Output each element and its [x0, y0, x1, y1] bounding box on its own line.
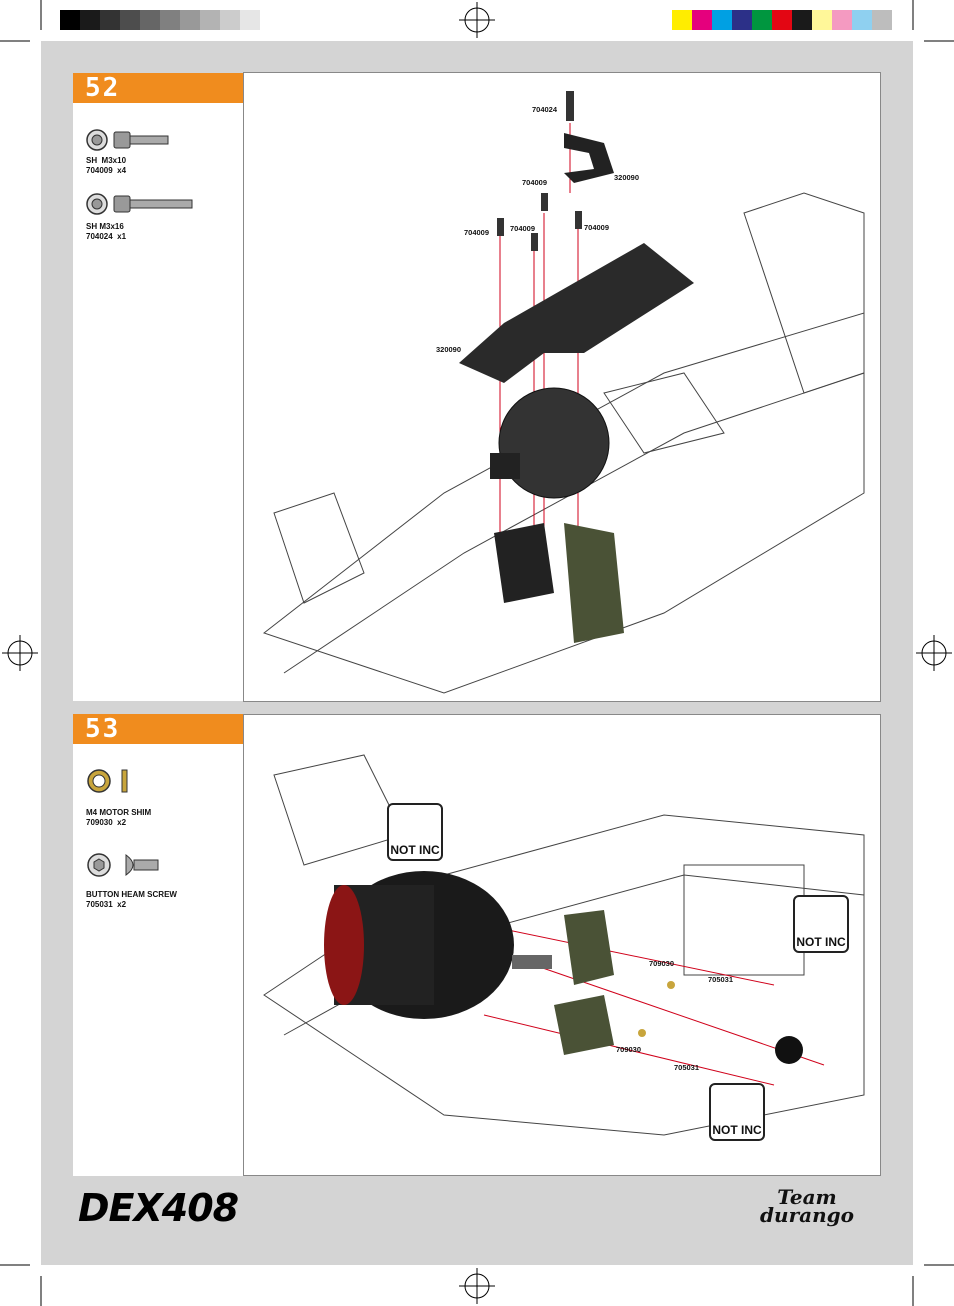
color-swatch: [752, 10, 772, 30]
callout-705031-b: 705031: [674, 1063, 700, 1072]
team-durango-logo: Team durango: [760, 1185, 854, 1227]
not-included-box-motor: NOT INC: [387, 803, 443, 861]
part-label-sh-m3x10: SH M3x10 704009 x4: [86, 156, 127, 175]
callout-320090-top: 320090: [614, 173, 640, 182]
grayscale-swatch: [80, 10, 100, 30]
grayscale-swatch: [260, 10, 280, 30]
callout-705031-a: 705031: [708, 975, 734, 984]
button-screw-icon: [87, 853, 159, 877]
part-label-button-screw: BUTTON HEAM SCREW 705031 x2: [86, 890, 177, 909]
color-bar: [672, 0, 894, 40]
step-53-number: 53: [73, 714, 243, 744]
motor-install-illustration: [263, 754, 865, 1136]
grayscale-swatch: [160, 10, 180, 30]
color-swatch: [772, 10, 792, 30]
color-swatch: [692, 10, 712, 30]
shim-icon: [87, 769, 128, 793]
not-included-box-setscrew: NOT INC: [793, 895, 849, 953]
part-label-motor-shim: M4 MOTOR SHIM 709030 x2: [86, 808, 152, 827]
color-swatch: [872, 10, 892, 30]
color-swatch: [712, 10, 732, 30]
grayscale-swatch: [120, 10, 140, 30]
callout-704009-d: 704009: [584, 223, 610, 232]
callout-320090-bottom: 320090: [436, 345, 462, 354]
callout-709030-a: 709030: [649, 959, 675, 968]
motor-mount-exploded-illustration: [262, 91, 865, 694]
grayscale-swatch: [220, 10, 240, 30]
color-swatch: [832, 10, 852, 30]
color-swatch: [672, 10, 692, 30]
screw-short-icon: [86, 129, 169, 151]
dex408-logo: DEX408: [78, 1186, 239, 1230]
color-swatch: [852, 10, 872, 30]
not-included-box-pinion: NOT INC: [709, 1083, 765, 1141]
part-label-sh-m3x16: SH M3x16 704024 x1: [86, 222, 127, 241]
callout-704009-a: 704009: [522, 178, 548, 187]
color-swatch: [812, 10, 832, 30]
grayscale-swatch: [140, 10, 160, 30]
grayscale-swatch: [240, 10, 260, 30]
step-52-parts-panel: [73, 73, 243, 701]
grayscale-swatch: [60, 10, 80, 30]
color-swatch: [792, 10, 812, 30]
grayscale-bar: [60, 0, 282, 40]
step-53-diagram: NOT INC NOT INC NOT INC 709030 705031 70…: [243, 714, 881, 1176]
callout-704009-b: 704009: [464, 228, 490, 237]
callout-704024: 704024: [532, 105, 558, 114]
screw-long-icon: [86, 193, 193, 215]
grayscale-swatch: [180, 10, 200, 30]
step-52-diagram: 704024 320090 704009 704009 704009 70400…: [243, 72, 881, 702]
grayscale-swatch: [100, 10, 120, 30]
callout-704009-c: 704009: [510, 224, 536, 233]
grayscale-swatch: [200, 10, 220, 30]
callout-709030-b: 709030: [616, 1045, 642, 1054]
color-swatch: [732, 10, 752, 30]
step-52-number: 52: [73, 73, 243, 103]
